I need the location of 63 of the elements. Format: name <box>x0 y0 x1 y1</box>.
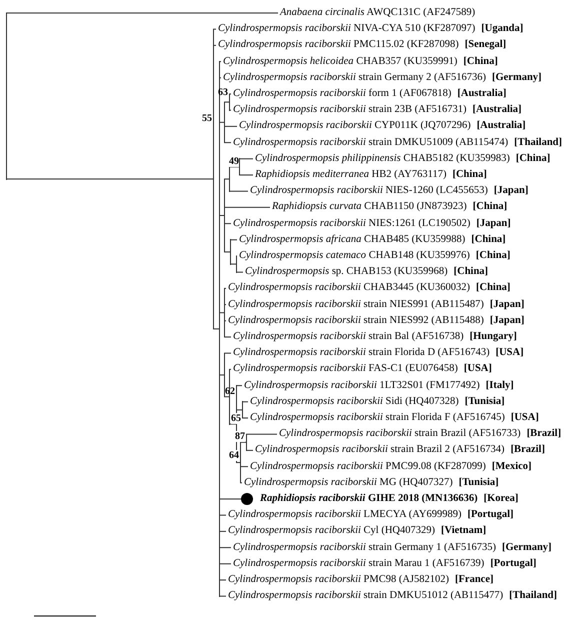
tree-branch <box>240 482 242 484</box>
taxon-label: Cylindrospermopsis raciborskii strain NIES992 (AB115488) [Japan] <box>228 314 524 328</box>
tree-branch <box>228 368 232 370</box>
tree-branch <box>224 178 230 180</box>
taxon-label: Cylindrospermopsis raciborskii form 1 (AF067818) [Australia] <box>233 87 506 101</box>
taxon-label: Cylindrospermopsis raciborskii LMECYA (AY699989) [Portugal] <box>228 508 514 522</box>
tree-branch <box>218 498 242 500</box>
bootstrap-value: 87 <box>235 431 245 442</box>
taxon-label: Cylindrospermopsis raciborskii CHAB3445 (KU360032) [China] <box>228 281 510 296</box>
taxon-label: Cylindrospermopsis raciborskii FAS-C1 (EU076458) [USA] <box>233 362 492 376</box>
taxon-label: Anabaena circinalis AWQC131C (AF247589) <box>280 6 476 20</box>
tree-branch <box>228 166 240 168</box>
taxon-label: Cylindrospermopsis raciborskii PMC115.02 (KF287098) [Senegal] <box>218 38 506 52</box>
taxon-label: Cylindrospermopsis raciborskii strain Bal (AF516738) [Hungary] <box>233 330 517 344</box>
taxon-label: Cylindrospermopsis raciborskii NIVA-CYA 510 (KF287097) [Uganda] <box>218 22 524 36</box>
taxon-label: Cylindrospermopsis helicoidea CHAB357 (KU359991) [China] <box>223 54 498 69</box>
tree-branch <box>224 251 230 252</box>
taxon-label: Cylindrospermopsis raciborskii strain Florida D (AF516743) [USA] <box>233 346 524 360</box>
taxon-label: Cylindrospermopsis raciborskii Cyl (HQ407329) [Vietnam] <box>228 524 486 538</box>
tree-branch <box>224 336 232 338</box>
tree-branch <box>224 102 230 103</box>
taxon-label: Cylindrospermopsis raciborskii MG (HQ407327) [Tunisia] <box>244 476 499 490</box>
taxon-label: Cylindrospermopsis raciborskii PMC99.08 (KF287099) [Mexico] <box>250 460 532 474</box>
taxon-label: Cylindrospermopsis raciborskii Sidi (HQ407328) [Tunisia] <box>250 394 505 409</box>
tree-branch <box>224 288 226 289</box>
taxon-label: Cylindrospermopsis catemaco CHAB148 (KU359976) [China] <box>239 249 510 263</box>
taxon-label: Cylindrospermopsis philippinensis CHAB5182 (KU359983) [China] <box>255 152 550 166</box>
taxon-label: Cylindrospermopsis raciborskii strain Germany 1 (AF516735) [Germany] <box>233 540 552 555</box>
taxon-label: Cylindrospermopsis raciborskii strain DMKU51009 (AB115474) [Thailand] <box>233 136 562 150</box>
tree-branch <box>218 547 232 548</box>
tree-branch <box>212 328 220 330</box>
tree-branch <box>246 434 278 435</box>
taxon-label: Cylindrospermopsis raciborskii strain Germany 2 (AF516736) [Germany] <box>223 70 542 85</box>
tree-branch <box>224 352 232 354</box>
taxon-label: Cylindrospermopsis raciborskii strain NIES991 (AB115487) [Japan] <box>228 298 524 312</box>
taxon-label: Cylindrospermopsis raciborskii strain DMKU51012 (AB115477) [Thailand] <box>228 589 557 604</box>
tree-branch <box>228 190 248 192</box>
tree-branch <box>224 126 238 127</box>
taxon-label: Cylindrospermopsis raciborskii strain Brazil 2 (AF516734) [Brazil] <box>255 443 545 458</box>
taxon-label: Cylindrospermopsis raciborskii strain Brazil (AF516733) [Brazil] <box>279 427 562 442</box>
taxon-label: Cylindrospermopsis raciborskii strain 23B (AF516731) [Australia] <box>233 103 522 118</box>
tree-branch <box>238 158 254 160</box>
taxon-label: Cylindrospermopsis raciborskii strain Florida F (AF516745) [USA] <box>250 411 539 425</box>
tree-branch <box>224 206 270 208</box>
taxon-label: Raphidiopsis mediterranea HB2 (AY763117) [China] <box>255 168 487 182</box>
taxon-label: Cylindrospermopsis raciborskii NIES-1260 (LC455653) [Japan] <box>250 184 528 198</box>
taxon-label: Cylindrospermopsis raciborskii 1LT32S01 (FM177492) [Italy] <box>244 378 514 393</box>
tree-branch <box>218 563 232 564</box>
bootstrap-value: 64 <box>229 450 239 461</box>
taxon-label: Raphidiopsis raciborskii GIHE 2018 (MN136636) [Korea] <box>260 492 518 506</box>
tree-branch <box>6 12 278 14</box>
bootstrap-value: 49 <box>229 156 239 167</box>
bootstrap-value: 65 <box>231 413 241 424</box>
taxon-label: Raphidiopsis curvata CHAB1150 (JN873923) [China] <box>272 200 508 214</box>
tree-branch <box>238 174 254 176</box>
taxon-label: Cylindrospermopsis raciborskii NIES:1261 (LC190502) [Japan] <box>233 216 511 231</box>
tree-branch <box>6 178 214 180</box>
taxon-label: Cylindrospermopsis africana CHAB485 (KU359988) [China] <box>239 232 506 247</box>
bootstrap-value: 55 <box>202 113 212 124</box>
taxon-label: Cylindrospermopsis sp. CHAB153 (KU359968) [China] <box>245 265 488 280</box>
taxon-label: Cylindrospermopsis raciborskii strain Marau 1 (AF516739) [Portugal] <box>233 556 536 571</box>
taxon-label: Cylindrospermopsis raciborskii PMC98 (AJ582102) [France] <box>228 573 494 587</box>
taxon-label: Cylindrospermopsis raciborskii CYP011K (JQ707296) [Australia] <box>239 119 526 134</box>
